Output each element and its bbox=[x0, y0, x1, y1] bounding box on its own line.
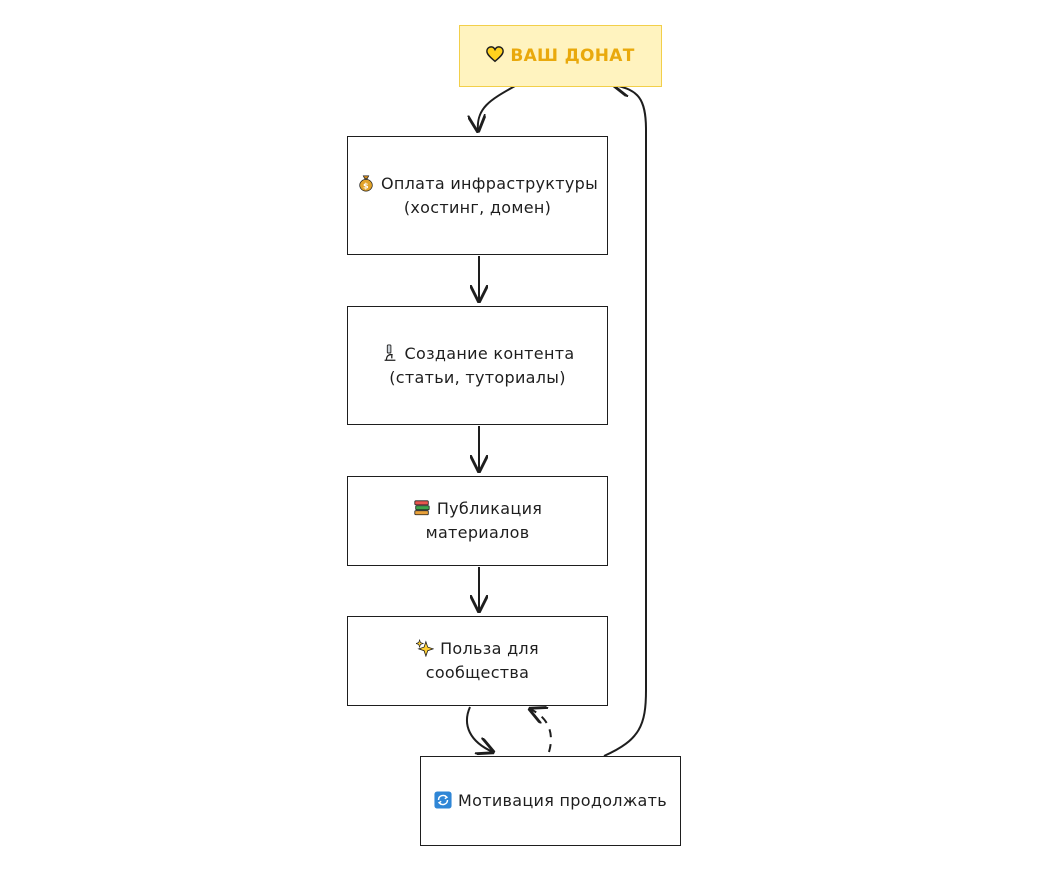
edge-motivate-to-donate bbox=[603, 85, 647, 757]
svg-text:$: $ bbox=[363, 180, 369, 190]
node-infrastructure[interactable]: $ Оплата инфраструктуры (хостинг, домен) bbox=[347, 136, 608, 255]
edge-benefit-to-motivate bbox=[465, 706, 493, 752]
node-infrastructure-label: Оплата инфраструктуры (хостинг, домен) bbox=[380, 173, 599, 217]
sparkles-icon bbox=[416, 639, 435, 657]
node-publication[interactable]: Публикация материалов bbox=[347, 476, 608, 566]
node-donate-label: ВАШ ДОНАТ bbox=[510, 46, 635, 66]
edge-donate-to-infra bbox=[478, 85, 516, 131]
edge-motivate-to-benefit-dashed bbox=[530, 709, 552, 753]
heart-icon bbox=[486, 46, 505, 63]
refresh-icon bbox=[434, 791, 452, 809]
node-motivation-label: Мотивация продолжать bbox=[458, 791, 667, 810]
node-community-benefit[interactable]: Польза для сообщества bbox=[347, 616, 608, 706]
microscope-icon bbox=[384, 343, 395, 361]
money-bag-icon: $ bbox=[359, 174, 373, 191]
node-content-creation-label: Создание контента (статьи, туториалы) bbox=[389, 343, 575, 387]
node-donate[interactable]: ВАШ ДОНАТ bbox=[459, 25, 662, 87]
node-publication-label: Публикация материалов bbox=[425, 499, 543, 542]
node-community-benefit-label: Польза для сообщества bbox=[425, 639, 539, 682]
node-content-creation[interactable]: Создание контента (статьи, туториалы) bbox=[347, 306, 608, 425]
books-icon bbox=[414, 500, 430, 516]
node-motivation[interactable]: Мотивация продолжать bbox=[420, 756, 681, 846]
